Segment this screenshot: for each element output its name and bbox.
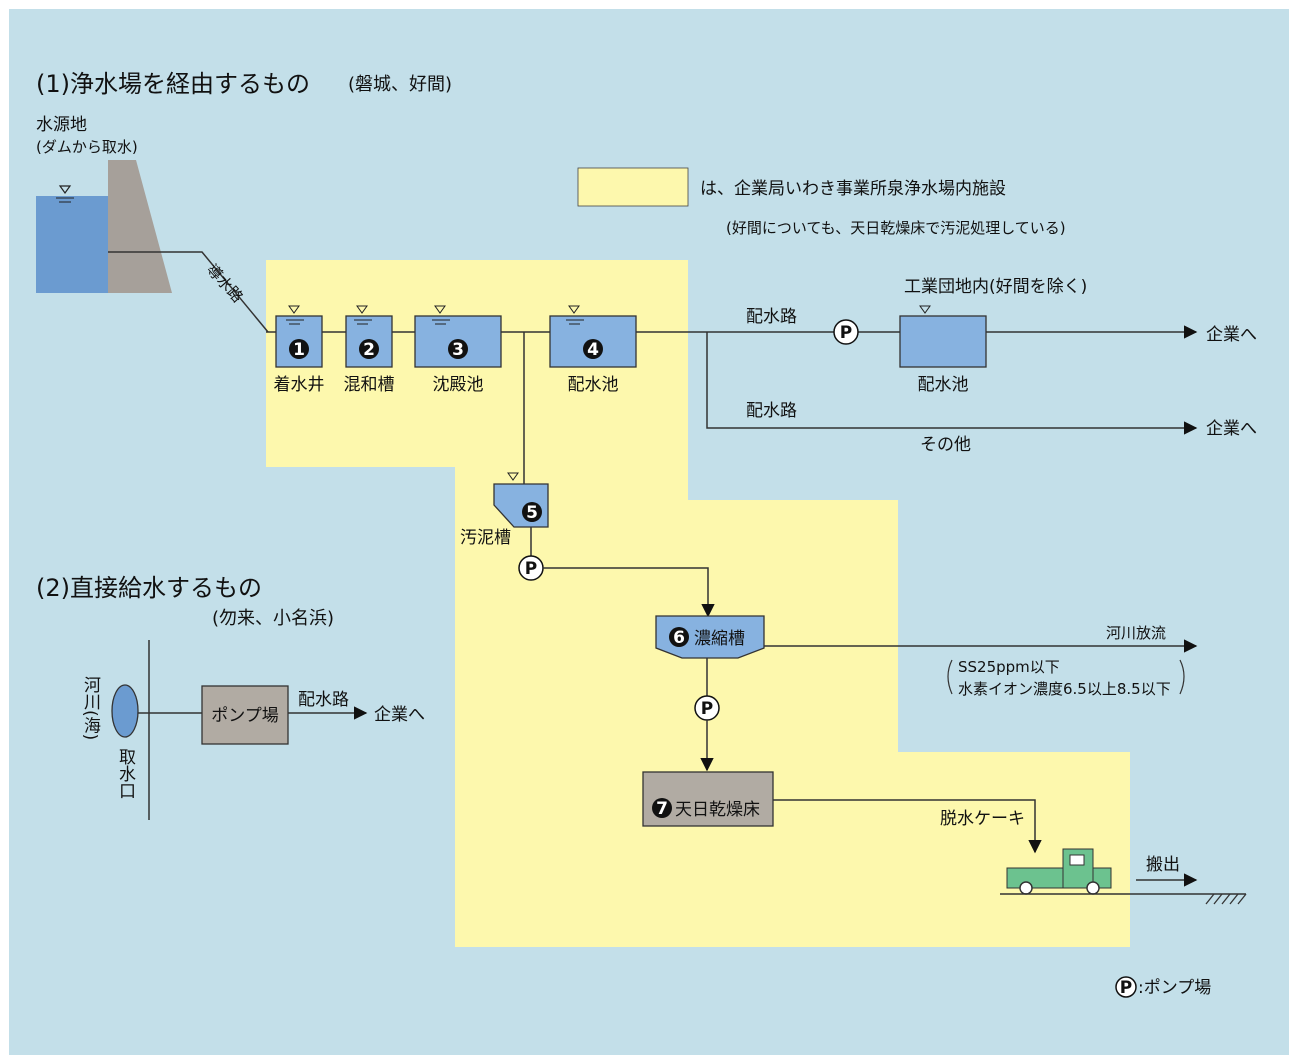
cake-line (773, 799, 1042, 854)
route-a-label: 配水路 (746, 307, 797, 327)
route-b-line (706, 332, 1198, 435)
tank6-number: 6 (673, 628, 685, 648)
conduit-line (172, 251, 269, 333)
tank4-number-badge (583, 339, 603, 359)
direct-route-label: 配水路 (298, 690, 349, 710)
section1-places: (磐城、好間) (348, 74, 452, 95)
section2-title: (2)直接給水するもの (36, 574, 262, 602)
pump-icon-3-label: P (840, 323, 852, 343)
other-label: その他 (920, 435, 971, 455)
water-level-mark (56, 185, 74, 203)
reservoir-water (36, 196, 112, 293)
legend-note: (好間についても、天日乾燥床で汚泥処理している) (726, 219, 1066, 237)
tank4-label: 配水池 (568, 375, 619, 395)
ground-hatch (1205, 893, 1247, 905)
river-intake-oval (111, 684, 139, 738)
to-company-2-label: 企業へ (1206, 419, 1257, 439)
tank3-number-badge (448, 339, 468, 359)
tank3-label: 沈殿池 (433, 375, 484, 395)
to-company-1-label: 企業へ (1206, 325, 1257, 345)
tank5-number: 5 (526, 503, 538, 523)
tank2-number: 2 (363, 340, 375, 360)
tank1-label: 着水井 (274, 375, 325, 395)
legend-text: は、企業局いわき事業所泉浄水場内施設 (700, 179, 1006, 199)
section2-places: (勿来、小名浜) (212, 608, 334, 629)
truck-icon (1006, 848, 1112, 895)
carry-out-label: 搬出 (1146, 855, 1180, 875)
dam (108, 160, 172, 293)
industrial-park-label: 工業団地内(好間を除く) (904, 277, 1087, 297)
tank1-number: 1 (293, 340, 305, 360)
tank2-label: 混和槽 (344, 375, 395, 395)
pump-legend-icon (1115, 976, 1137, 998)
tank6-label: 濃縮槽 (694, 629, 745, 649)
pump-station-label: ポンプ場 (211, 706, 279, 726)
discharge-condition-ph: 水素イオン濃度6.5以上8.5以下 (958, 680, 1171, 698)
pump-station-box (201, 685, 289, 745)
cake-label: 脱水ケーキ (940, 809, 1025, 829)
water-source-label: 水源地 (36, 115, 87, 135)
tank3-number: 3 (452, 340, 464, 360)
pump-icon-2-label: P (701, 699, 713, 719)
tank5-number-badge (522, 502, 542, 522)
tank7-number-badge (652, 798, 672, 818)
tank7-number: 7 (656, 799, 668, 819)
pump-to-thickener-line (543, 567, 715, 618)
tank7-label: 天日乾燥床 (675, 800, 760, 820)
pump-icon-3 (833, 319, 859, 345)
river-label: 河川(海) (80, 676, 101, 740)
pump-icon-label: P (525, 559, 537, 579)
tank1-number-badge (289, 339, 309, 359)
pump-legend-icon-label: P (1120, 978, 1132, 998)
discharge-label: 河川放流 (1106, 624, 1166, 642)
route-b-label: 配水路 (746, 401, 797, 421)
discharge-condition-ss: SS25ppm以下 (958, 658, 1060, 676)
direct-to-company-label: 企業へ (374, 705, 425, 725)
tank4-number: 4 (587, 340, 599, 360)
industrial-reservoir-tank (899, 315, 987, 368)
tank6-number-badge (669, 627, 689, 647)
section1-title: (1)浄水場を経由するもの (36, 70, 310, 98)
discharge-bracket-right (1179, 659, 1185, 695)
water-source-sub: (ダムから取水) (36, 138, 138, 156)
pump-legend-label: :ポンプ場 (1138, 978, 1211, 998)
discharge-bracket-left (947, 659, 953, 695)
legend-swatch (577, 167, 689, 207)
intake-label: 取水口 (115, 748, 136, 799)
tank2-number-badge (359, 339, 379, 359)
tank6 (655, 615, 765, 659)
plant-area (266, 260, 1130, 947)
tank5-label: 汚泥槽 (460, 528, 511, 548)
industrial-reservoir-label: 配水池 (918, 375, 969, 395)
